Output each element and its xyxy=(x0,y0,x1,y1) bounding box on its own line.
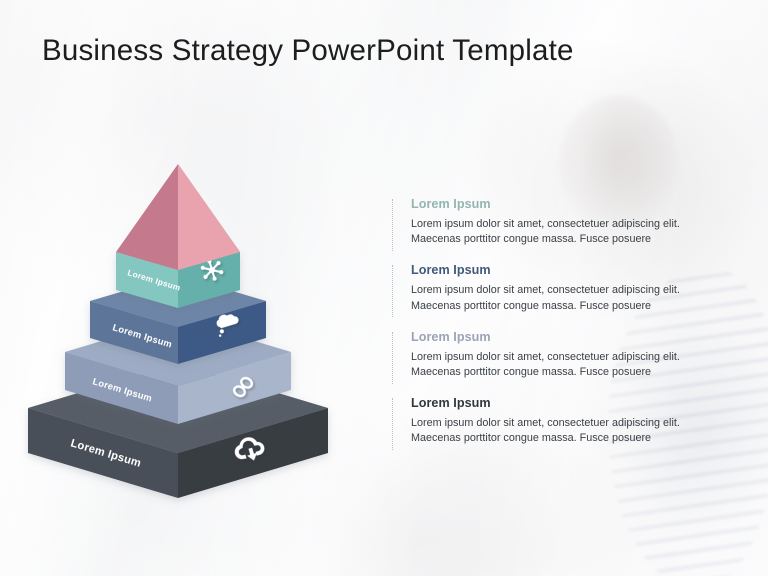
item-body: Lorem ipsum dolor sit amet, consectetuer… xyxy=(411,283,721,313)
item-dotted-rule xyxy=(392,199,393,251)
item-body-line-2: Maecenas porttitor congue massa. Fusce p… xyxy=(411,299,652,312)
item-dotted-rule xyxy=(392,265,393,318)
item-dotted-rule xyxy=(392,331,393,384)
pyramid-level-1-apex[interactable] xyxy=(116,164,240,270)
pyramid-diagram: Lorem Ipsum Lorem Ipsum xyxy=(28,158,388,518)
level-2-right-face xyxy=(178,252,240,308)
item-body-line-2: Maecenas porttitor congue massa. Fusce p… xyxy=(411,366,652,379)
page-title: Business Strategy PowerPoint Template xyxy=(42,34,574,67)
item-body-line-2: Maecenas porttitor congue massa. Fusce p… xyxy=(411,432,652,445)
chain-link-icon xyxy=(232,376,254,398)
item-body: Lorem ipsum dolor sit amet, consectetuer… xyxy=(411,350,721,380)
level-5-left-face xyxy=(28,408,178,498)
level-1-right-face xyxy=(178,164,240,270)
item-body-line-1: Lorem ipsum dolor sit amet, consectetuer… xyxy=(411,284,680,297)
list-item[interactable]: Lorem Ipsum Lorem ipsum dolor sit amet, … xyxy=(392,395,742,451)
item-body-line-2: Maecenas porttitor congue massa. Fusce p… xyxy=(411,233,652,246)
level-4-left-face xyxy=(65,352,178,424)
item-body-line-1: Lorem ipsum dolor sit amet, consectetuer… xyxy=(411,350,680,363)
list-item[interactable]: Lorem Ipsum Lorem ipsum dolor sit amet, … xyxy=(392,262,742,318)
list-item[interactable]: Lorem Ipsum Lorem ipsum dolor sit amet, … xyxy=(392,196,742,251)
item-dotted-rule xyxy=(392,398,393,451)
item-body: Lorem ipsum dolor sit amet, consectetuer… xyxy=(411,217,721,247)
item-heading: Lorem Ipsum xyxy=(411,329,491,344)
item-heading: Lorem Ipsum xyxy=(411,197,491,211)
network-hub-icon xyxy=(200,259,224,281)
level-2-left-face xyxy=(116,252,178,308)
item-heading: Lorem Ipsum xyxy=(411,396,491,411)
thought-cloud-icon xyxy=(216,314,239,337)
content-list: Lorem Ipsum Lorem ipsum dolor sit amet, … xyxy=(392,196,742,451)
item-heading: Lorem Ipsum xyxy=(411,263,491,278)
level-3-left-face xyxy=(90,301,178,364)
cloud-download-icon xyxy=(234,437,265,461)
list-item[interactable]: Lorem Ipsum Lorem ipsum dolor sit amet, … xyxy=(392,329,742,384)
item-body: Lorem ipsum dolor sit amet, consectetuer… xyxy=(411,416,721,446)
item-body-line-1: Lorem ipsum dolor sit amet, consectetuer… xyxy=(411,218,680,230)
item-body-line-1: Lorem ipsum dolor sit amet, consectetuer… xyxy=(411,417,680,430)
